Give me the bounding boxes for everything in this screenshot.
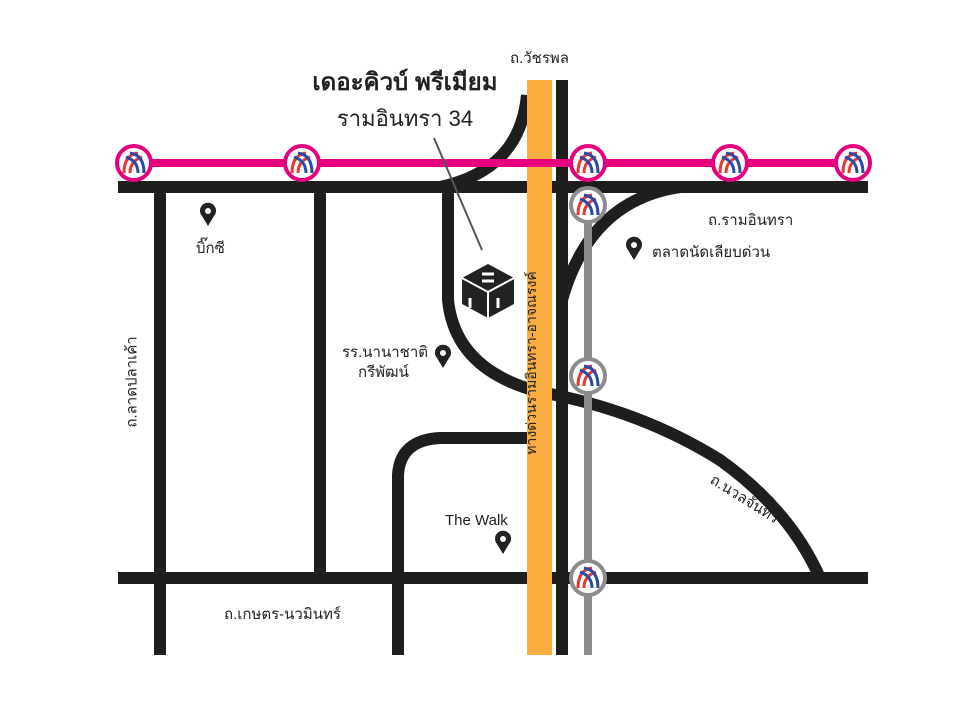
label-watcharaphon: ถ.วัชรพล <box>510 50 569 67</box>
label-school-2: กรีพัฒน์ <box>358 364 409 381</box>
the-cube-logo-icon <box>461 264 515 318</box>
title-line1: เดอะคิวบ์ พรีเมียม <box>312 69 498 96</box>
location-pin-icon <box>495 530 511 554</box>
location-pin-icon <box>200 202 216 226</box>
gray-line-station-icon <box>569 559 607 597</box>
title-line2: รามอินทรา 34 <box>336 106 474 131</box>
road-curve-north <box>438 94 533 193</box>
label-the-walk: The Walk <box>445 512 508 529</box>
pointer-line <box>433 137 483 251</box>
pink-line-station-icon <box>569 144 607 182</box>
label-school-1: รร.นานาชาติ <box>342 344 428 361</box>
location-pin-icon <box>435 344 451 368</box>
label-expressway: ทางด่วนรามอินทรา-อาจณรงค์ <box>522 271 539 455</box>
label-market: ตลาดนัดเลียบด่วน <box>652 244 771 261</box>
label-ram-inthra: ถ.รามอินทรา <box>708 212 794 229</box>
pink-line-station-icon <box>115 144 153 182</box>
gray-line-station-icon <box>569 357 607 395</box>
expressway <box>527 80 552 655</box>
pink-line-station-icon <box>283 144 321 182</box>
road-nuanchan <box>442 187 826 581</box>
gray-line-station-icon <box>569 186 607 224</box>
roads <box>118 80 868 655</box>
location-pin-icon <box>626 236 642 260</box>
pink-line-station-icon <box>834 144 872 182</box>
project-title: เดอะคิวบ์ พรีเมียม รามอินทรา 34 <box>300 62 510 136</box>
label-big-c: บิ๊กซี <box>196 240 225 257</box>
label-lat-pla-khao: ถ.ลาดปลาเค้า <box>123 336 141 428</box>
road-ramp <box>556 181 681 302</box>
label-kaset-nawamin: ถ.เกษตร-นวมินทร์ <box>224 606 341 623</box>
pink-line-station-icon <box>711 144 749 182</box>
road-the-walk <box>392 432 527 655</box>
